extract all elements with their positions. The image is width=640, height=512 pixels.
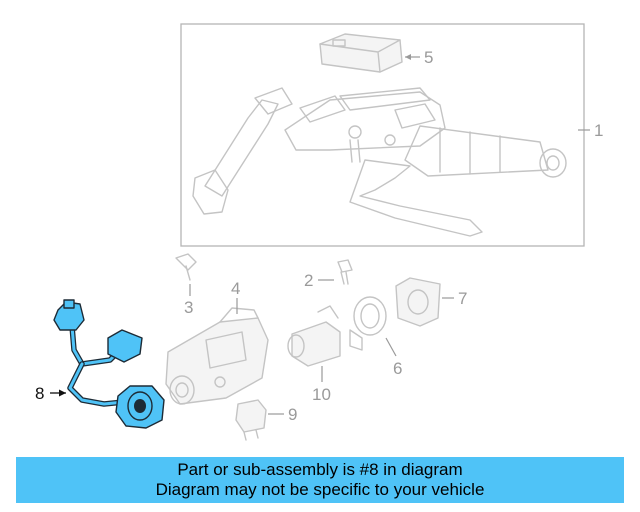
part-8-wire-harness[interactable]: 8 [35, 299, 165, 429]
callout-7: 7 [458, 289, 467, 308]
callout-3: 3 [184, 298, 193, 317]
info-banner: Part or sub-assembly is #8 in diagram Di… [16, 457, 624, 503]
callout-2: 2 [304, 271, 313, 290]
part-7-bezel[interactable]: 7 [395, 277, 467, 327]
part-5-module[interactable]: 5 [319, 33, 433, 73]
part-10-actuator[interactable]: 10 [287, 305, 341, 404]
harness-mid-connector [107, 329, 143, 363]
callout-1: 1 [594, 121, 603, 140]
callout-4: 4 [231, 279, 240, 298]
part-1-steering-column[interactable]: 1 [180, 23, 603, 247]
part-3-bolt[interactable]: 3 [175, 253, 197, 317]
part-1-frame [180, 23, 585, 247]
callout-9: 9 [288, 405, 297, 424]
callout-8: 8 [35, 384, 44, 403]
callout-5: 5 [424, 48, 433, 67]
banner-line-2: Diagram may not be specific to your vehi… [155, 480, 485, 499]
part-9-connector[interactable]: 9 [235, 399, 297, 441]
banner-line-1: Part or sub-assembly is #8 in diagram [177, 460, 463, 479]
callout-6: 6 [393, 359, 402, 378]
callout-10: 10 [312, 385, 331, 404]
parts-diagram: 1 5 3 2 7 6 [35, 23, 603, 441]
part-2-bolt[interactable]: 2 [304, 259, 353, 290]
part-6-ring[interactable]: 6 [349, 296, 402, 378]
part-4-lock-housing[interactable]: 4 [165, 279, 269, 405]
